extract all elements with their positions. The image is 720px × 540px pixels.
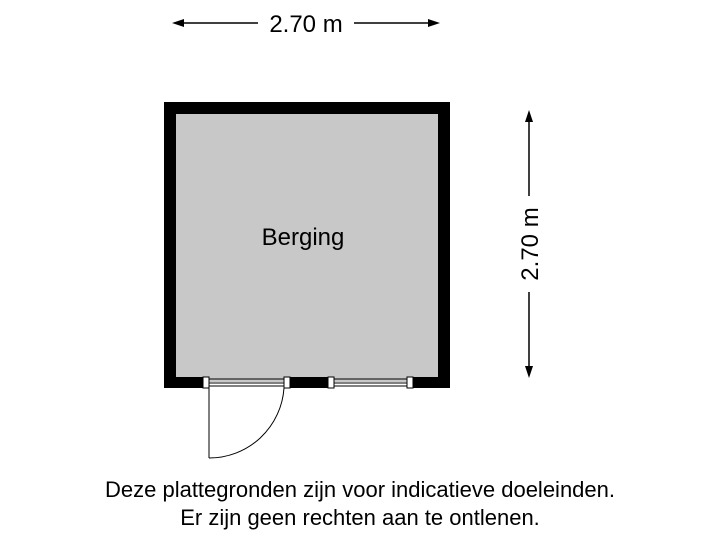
height-dimension-label: 2.70 m bbox=[517, 207, 544, 280]
height-arrow-top-icon bbox=[525, 110, 533, 122]
door-jamb-left bbox=[202, 376, 210, 389]
wall-top bbox=[164, 102, 450, 114]
door-swing-arc bbox=[208, 387, 285, 459]
window-jamb-right bbox=[406, 376, 414, 389]
wall-right bbox=[438, 102, 450, 388]
disclaimer-line-2: Er zijn geen rechten aan te ontlenen. bbox=[180, 505, 540, 530]
door-jamb-right bbox=[283, 376, 291, 389]
width-arrow-right-icon bbox=[428, 19, 440, 27]
walls bbox=[164, 102, 450, 388]
window bbox=[327, 376, 414, 389]
room-label: Berging bbox=[262, 224, 345, 251]
door bbox=[202, 376, 291, 459]
room-floor bbox=[170, 108, 444, 382]
height-dimension: 2.70 m bbox=[517, 110, 544, 378]
window-jamb-left bbox=[327, 376, 335, 389]
width-arrow-left-icon bbox=[172, 19, 184, 27]
wall-bottom-left bbox=[164, 377, 206, 388]
wall-left bbox=[164, 102, 176, 388]
height-arrow-bottom-icon bbox=[525, 366, 533, 378]
width-dimension-label: 2.70 m bbox=[269, 11, 342, 38]
disclaimer-line-1: Deze plattegronden zijn voor indicatieve… bbox=[104, 477, 615, 502]
wall-bottom-middle bbox=[286, 377, 332, 388]
wall-bottom-right bbox=[410, 377, 450, 388]
width-dimension: 2.70 m bbox=[172, 11, 440, 38]
